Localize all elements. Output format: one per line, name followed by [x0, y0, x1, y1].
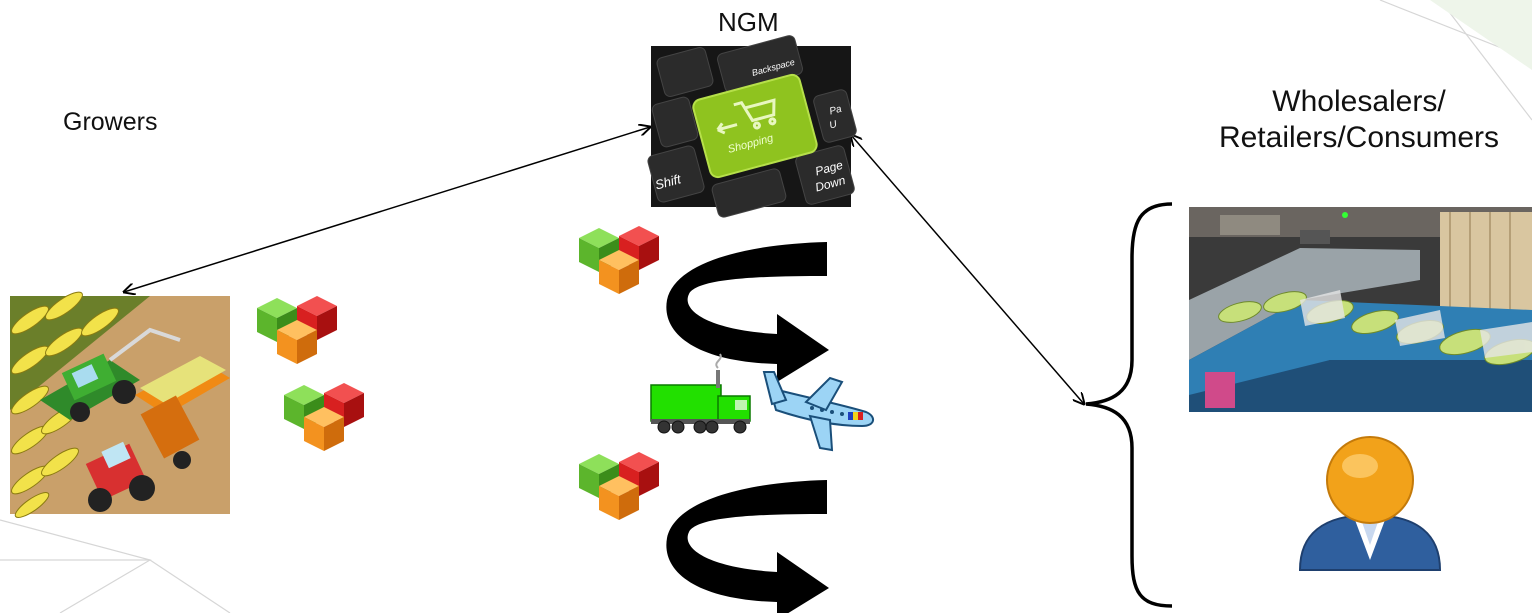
truck-icon: [650, 353, 751, 434]
consumers-label-line2: Retailers/Consumers: [1218, 121, 1500, 154]
ngm-label: NGM: [718, 7, 779, 37]
consumers-label-line1: Wholesalers/: [1272, 85, 1446, 118]
background-decoration-corner: [1430, 0, 1532, 70]
product-cubes-icon: [579, 226, 659, 294]
key-pageup-label-2: U: [828, 119, 839, 132]
product-cubes-icon: [284, 383, 364, 451]
harvest-scene-image: [10, 291, 230, 518]
airplane-icon: [762, 371, 874, 452]
curved-flow-arrow-icon: [666, 480, 829, 613]
key-pageup-label-1: Pa: [828, 104, 843, 118]
packing-line-photo: [1189, 207, 1532, 412]
key-shift-label: Shift: [653, 171, 683, 193]
user-avatar-icon: [1298, 436, 1442, 571]
consumers-brace: [1085, 202, 1173, 608]
grower-ngm-arrow: [124, 127, 650, 292]
consumers-label: Wholesalers/ Retailers/Consumers: [1186, 84, 1532, 156]
product-cubes-icon: [579, 452, 659, 520]
product-cubes-icon: [257, 296, 337, 364]
curved-flow-arrow-icon: [666, 242, 829, 382]
ngm-consumer-arrow: [851, 135, 1084, 404]
online-shopping-keyboard-image: Shopping Backspace Shift Page Down Pa U: [647, 35, 857, 218]
